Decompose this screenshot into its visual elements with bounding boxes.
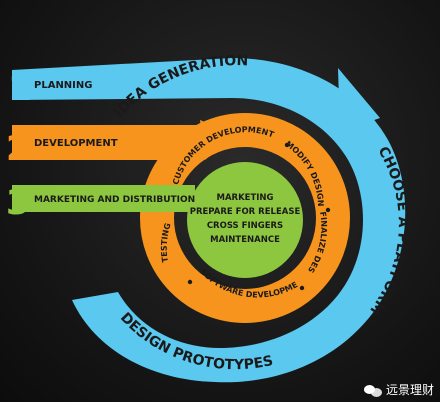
watermark-text: 远景理财 [385,383,434,397]
sep-dot [325,207,331,213]
watermark: 远景理财 [363,381,434,398]
outer-ring-arrowhead [338,68,380,132]
stage-number-2: 2 [6,129,30,169]
middle-ring-arrowhead [200,120,235,160]
stage-label-planning: PLANNING [34,80,92,91]
center-line-3: CROSS FINGERS [207,221,283,231]
sep-dot [284,142,290,148]
stage-number-3: 3 [6,183,30,223]
center-text: MARKETING PREPARE FOR RELEASE CROSS FING… [190,193,301,245]
planning-band [12,58,232,100]
center-line-1: MARKETING [216,193,273,203]
middle-ring [12,113,350,323]
center-circle [187,162,303,278]
wechat-logo-icon [363,383,382,397]
middle-ring-band [140,113,350,323]
marketing-band [12,185,195,212]
stage-label-development: DEVELOPMENT [34,138,118,149]
sep-dot [299,285,305,291]
sep-dot [187,279,193,285]
center-line-4: MAINTENANCE [210,235,280,245]
center-line-2: PREPARE FOR RELEASE [190,207,301,217]
outer-ring [12,58,406,383]
stage-label-marketing: MARKETING AND DISTRIBUTION [34,195,195,205]
development-band [12,125,215,160]
inner-core [12,162,303,278]
stage-number-1: 1 [8,69,32,109]
